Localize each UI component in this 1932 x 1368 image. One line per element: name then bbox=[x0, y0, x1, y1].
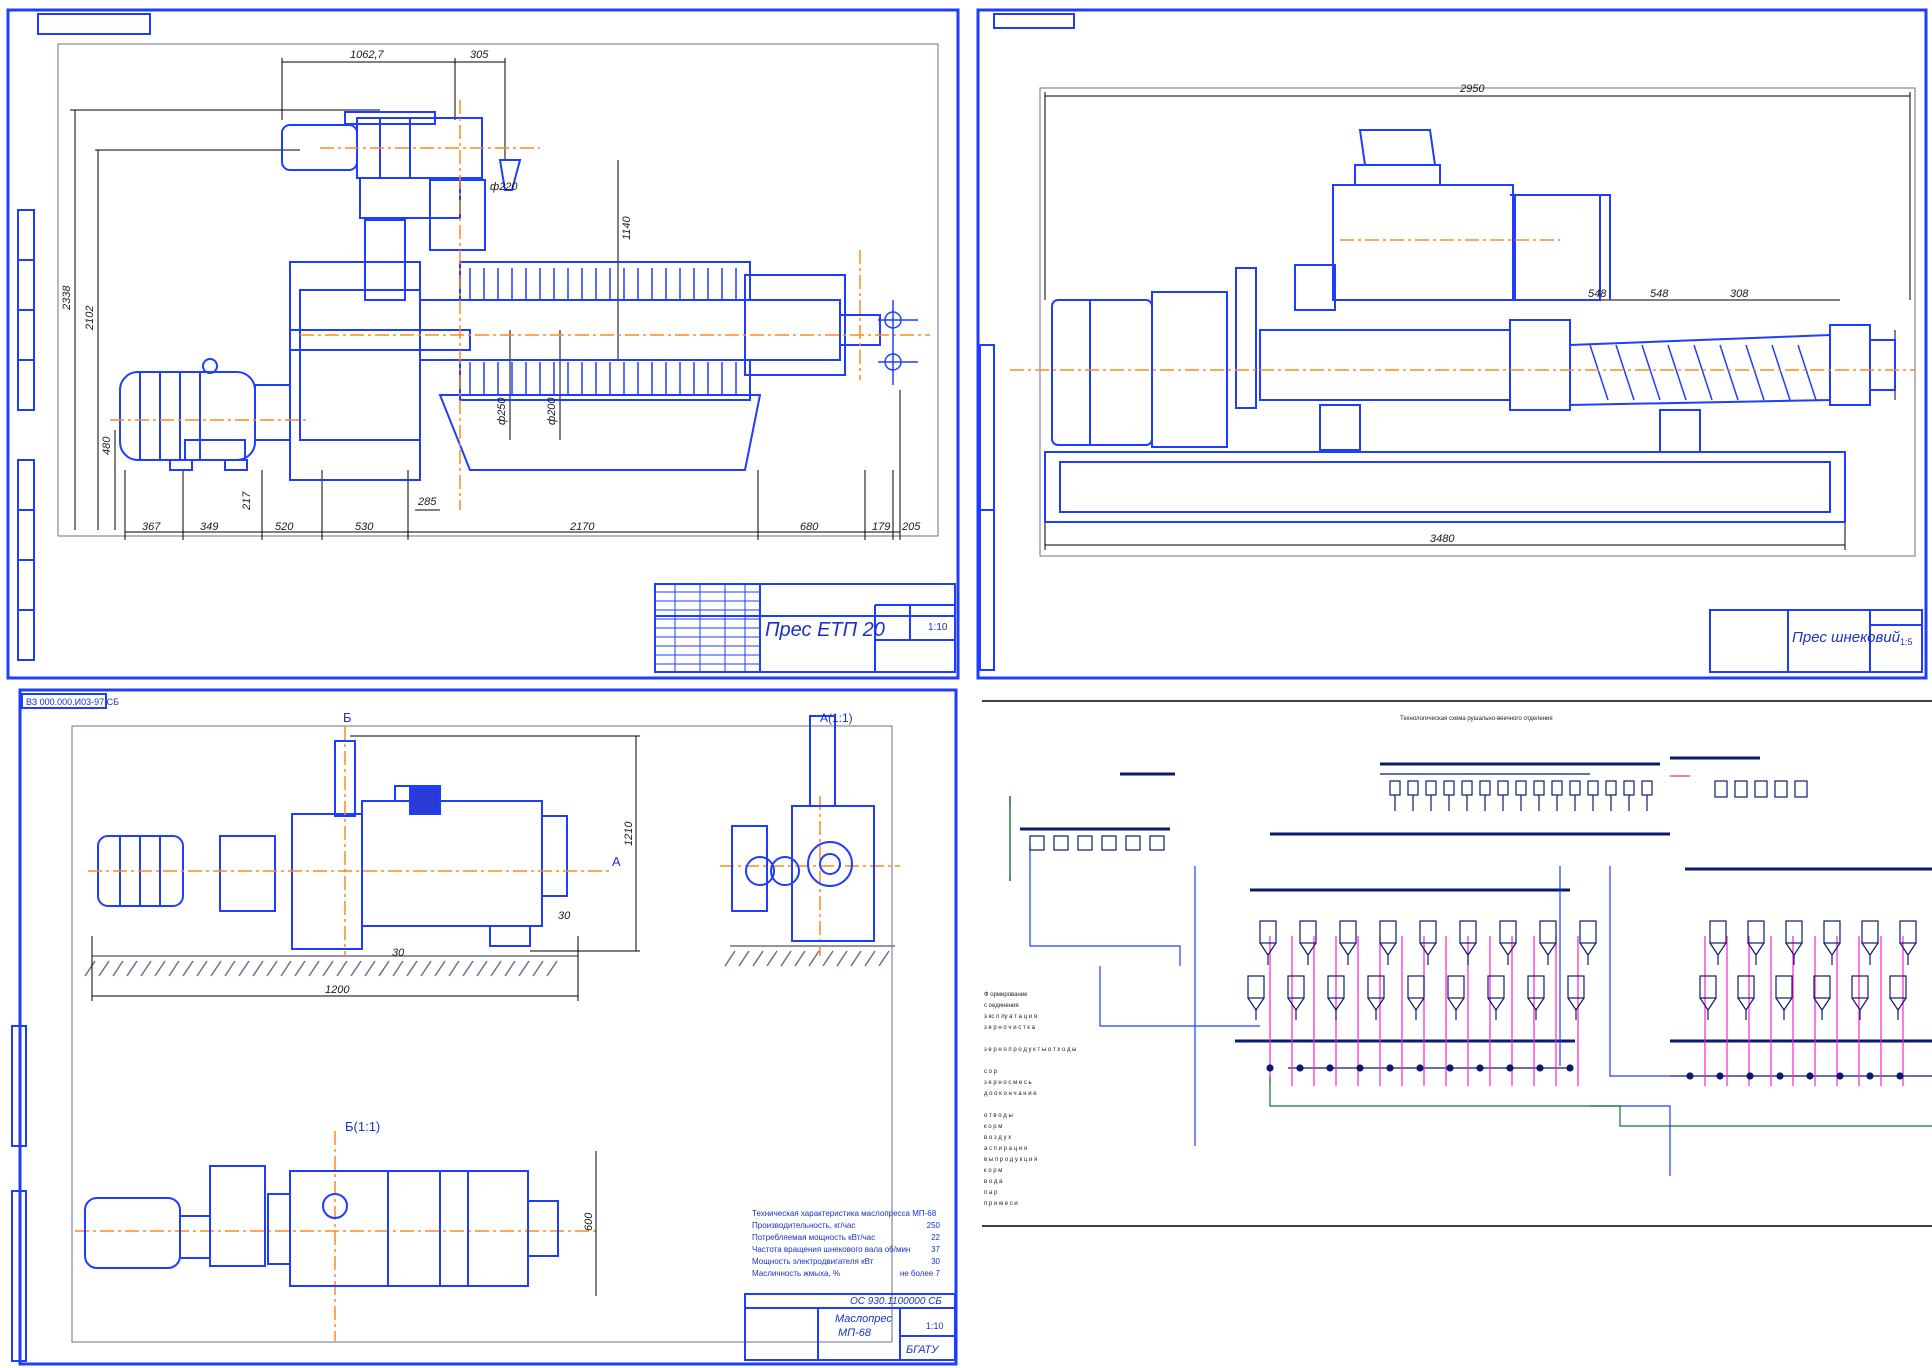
tech-line-1: Производительность, кг/час bbox=[752, 1221, 855, 1230]
view-a-drawing bbox=[731, 715, 875, 942]
sheet-title: Прес шнековий bbox=[1792, 629, 1901, 646]
legend-item: э кс п лу а т а ц и я bbox=[984, 1014, 1037, 1020]
dim-3480: 3480 bbox=[1430, 533, 1455, 545]
barrel-ribs bbox=[469, 268, 737, 394]
drawing-sheet-oil-press-mp68: ВЗ 000.000.И03-97.СБ 1200 1210 30 30 bbox=[11, 688, 958, 1366]
dim-520: 520 bbox=[275, 521, 294, 533]
dim-2170: 2170 bbox=[569, 521, 595, 533]
dim-1062: 1062,7 bbox=[350, 49, 385, 61]
dim-548a: 548 bbox=[1588, 288, 1607, 300]
tech-line-2: Потребляемая мощность кВт/час bbox=[752, 1233, 875, 1242]
dim-30a: 30 bbox=[392, 947, 405, 959]
dim-30b: 30 bbox=[558, 910, 571, 922]
title-block bbox=[1709, 609, 1923, 673]
dim-305: 305 bbox=[470, 49, 489, 61]
legend-item: к о р м bbox=[984, 1124, 1002, 1130]
equipment-units bbox=[1029, 780, 1917, 1080]
tech-val-3: 30 bbox=[931, 1257, 940, 1266]
dim-f200: ф200 bbox=[546, 397, 558, 425]
dim-1140: 1140 bbox=[621, 215, 633, 240]
scheme-legend: Ф ормирование с оединения э кс п лу а т а … bbox=[984, 992, 1076, 1207]
drawing-sheet-press-etp20: 1062,7 305 ф220 1140 2338 2102 480 ф250 … bbox=[6, 8, 960, 680]
dim-2102: 2102 bbox=[84, 306, 96, 331]
title-block bbox=[744, 1293, 956, 1361]
legend-item: з е р н о п р о д у к т ы о т х о д ы bbox=[984, 1047, 1076, 1053]
tech-line-4: Мощность электродвигателя кВт bbox=[752, 1257, 874, 1266]
view-b-label: Б(1:1) bbox=[345, 1119, 380, 1134]
tech-val-1: 22 bbox=[931, 1233, 940, 1242]
legend-item: п р и м е с и bbox=[984, 1201, 1018, 1207]
dim-1210: 1210 bbox=[623, 821, 635, 846]
stamp-org: БГАТУ bbox=[906, 1344, 939, 1356]
dim-f250: ф250 bbox=[496, 397, 508, 425]
legend-item: в ы п р о д у к ц и я bbox=[984, 1157, 1037, 1163]
legend-item: п а р bbox=[984, 1190, 998, 1196]
legend-item: з е р н о ч и с т к а bbox=[984, 1025, 1036, 1031]
stamp-title-1: Маслопрес bbox=[835, 1313, 892, 1325]
section-label-b: Б bbox=[343, 710, 352, 725]
screw-flights bbox=[1589, 344, 1817, 401]
process-flow-diagram: Технологическая схема рушально-веечного … bbox=[982, 700, 1932, 1227]
sheet-title: Прес ЕТП 20 bbox=[765, 619, 885, 641]
legend-item: а с п и р а ц и я bbox=[984, 1146, 1027, 1152]
dim-2338: 2338 bbox=[61, 285, 73, 311]
tech-val-4: не более 7 bbox=[900, 1269, 941, 1278]
dim-2950: 2950 bbox=[1459, 83, 1485, 95]
sheet-scale: 1:10 bbox=[926, 1321, 944, 1331]
legend-item: в о д а bbox=[984, 1179, 1003, 1185]
tech-val-2: 37 bbox=[931, 1245, 940, 1254]
drawing-sheet-screw-press: 2950 3480 548 548 308 Прес шнековий 1:5 bbox=[976, 8, 1928, 680]
dim-530: 530 bbox=[355, 521, 374, 533]
dim-367: 367 bbox=[142, 521, 161, 533]
sheet-frame bbox=[6, 8, 960, 680]
stamp-code: ОС 930.1100000 СБ bbox=[850, 1296, 942, 1307]
sheet-scale: 1:10 bbox=[928, 622, 948, 633]
section-label-a: А bbox=[612, 854, 621, 869]
sheet-frame bbox=[976, 8, 1928, 680]
dim-600: 600 bbox=[583, 1212, 595, 1231]
tech-characteristics: Техническая характеристика маслопресса М… bbox=[752, 1209, 941, 1278]
tech-val-0: 250 bbox=[927, 1221, 941, 1230]
scheme-title: Технологическая схема рушально-веечного … bbox=[1400, 716, 1553, 722]
sheet-code-top: ВЗ 000.000.И03-97.СБ bbox=[26, 697, 119, 707]
legend-item: с оединения bbox=[984, 1003, 1019, 1009]
legend-item: в о з д у х bbox=[984, 1135, 1011, 1141]
dim-f220: ф220 bbox=[490, 181, 518, 193]
legend-item: д о о к о н ч а н и е bbox=[984, 1091, 1037, 1097]
dim-308: 308 bbox=[1730, 288, 1749, 300]
view-b-drawing bbox=[84, 1165, 559, 1287]
legend-item: о т в о д ы bbox=[984, 1113, 1013, 1119]
dim-205: 205 bbox=[901, 521, 921, 533]
title-block bbox=[654, 583, 956, 673]
legend-item: к о р м bbox=[984, 1168, 1002, 1174]
view-a-label: А(1:1) bbox=[820, 711, 853, 725]
legend-item: Ф ормирование bbox=[984, 992, 1028, 998]
stamp-title-2: МП-68 bbox=[838, 1327, 872, 1339]
legend-item: з е р н о с м е с ь bbox=[984, 1080, 1032, 1086]
tech-line-5: Масличность жмыха, % bbox=[752, 1269, 840, 1278]
dim-285: 285 bbox=[417, 496, 437, 508]
tech-line-0: Техническая характеристика маслопресса М… bbox=[752, 1209, 937, 1218]
dim-1200: 1200 bbox=[325, 984, 350, 996]
dim-217: 217 bbox=[241, 491, 253, 511]
dim-349: 349 bbox=[200, 521, 218, 533]
dim-680: 680 bbox=[800, 521, 819, 533]
dim-548b: 548 bbox=[1650, 288, 1669, 300]
tech-line-3: Частота вращения шнекового вала об/мин bbox=[752, 1245, 910, 1254]
sheet-scale: 1:5 bbox=[1900, 637, 1913, 647]
dim-480: 480 bbox=[101, 436, 113, 455]
legend-item: с о р bbox=[984, 1069, 998, 1075]
dim-179: 179 bbox=[872, 521, 890, 533]
